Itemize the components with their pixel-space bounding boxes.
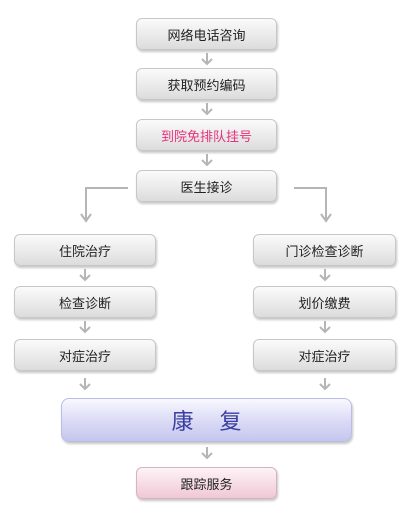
step-recovery: 康复 — [61, 398, 352, 442]
down-arrow-icon — [201, 447, 213, 460]
step-symptomatic-treatment-right: 对症治疗 — [253, 339, 396, 371]
step-doctor-consultation: 医生接诊 — [136, 170, 277, 202]
down-arrow-icon — [201, 53, 213, 66]
step-examination-diagnosis-left: 检查诊断 — [14, 286, 156, 318]
down-arrow-icon — [79, 269, 91, 282]
branch-right-connector — [294, 187, 332, 223]
step-inpatient-treatment: 住院治疗 — [14, 234, 156, 266]
branch-left-connector — [80, 187, 128, 223]
step-pricing-payment: 划价缴费 — [253, 286, 396, 318]
step-outpatient-diagnosis: 门诊检查诊断 — [253, 234, 396, 266]
down-arrow-icon — [201, 103, 213, 116]
step-no-queue-registration: 到院免排队挂号 — [136, 119, 277, 151]
step-online-consult: 网络电话咨询 — [136, 18, 277, 50]
down-arrow-icon — [319, 269, 331, 282]
step-get-appointment-code: 获取预约编码 — [136, 68, 277, 100]
down-arrow-icon — [319, 378, 331, 391]
down-arrow-icon — [319, 321, 331, 334]
step-symptomatic-treatment-left: 对症治疗 — [14, 339, 156, 371]
step-follow-up-service: 跟踪服务 — [136, 467, 277, 499]
down-arrow-icon — [201, 154, 213, 167]
down-arrow-icon — [79, 321, 91, 334]
down-arrow-icon — [79, 378, 91, 391]
